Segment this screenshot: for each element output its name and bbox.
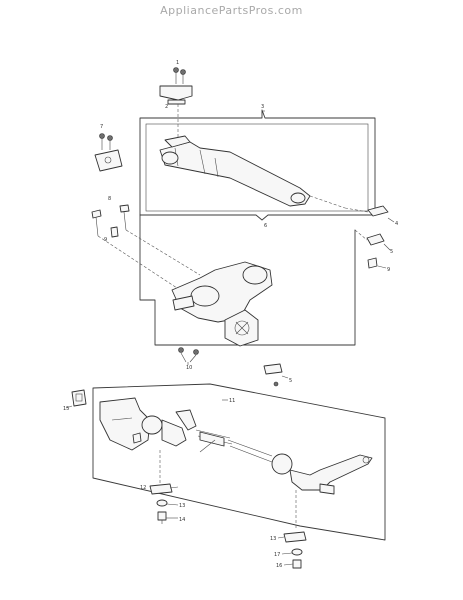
callout-14: 14 xyxy=(179,517,185,523)
right-small-parts xyxy=(344,205,389,269)
callout-12: 12 xyxy=(140,485,146,491)
callout-15: 15 xyxy=(63,406,69,412)
callout-8: 8 xyxy=(108,196,111,202)
watermark-text: AppliancePartsPros.com xyxy=(160,4,303,17)
callout-5b: 5 xyxy=(289,378,292,384)
callout-16: 16 xyxy=(276,563,282,569)
upper-shaft-part xyxy=(159,135,346,209)
top-bracket-part xyxy=(159,67,193,138)
left-block-part xyxy=(71,389,87,407)
callout-5a: 5 xyxy=(390,249,393,255)
callout-7: 7 xyxy=(100,124,103,130)
callout-1: 1 xyxy=(176,60,179,66)
callout-3: 3 xyxy=(261,104,264,110)
callout-numbers: 1 2 3 4 5 5 6 7 8 9 9 10 11 12 13 13 14 … xyxy=(63,60,398,569)
callout-17: 17 xyxy=(274,552,280,558)
callout-6: 6 xyxy=(264,223,267,229)
callout-4: 4 xyxy=(395,221,398,227)
leader-lines xyxy=(65,110,395,566)
callout-13a: 13 xyxy=(179,503,185,509)
callout-2: 2 xyxy=(165,104,168,110)
lower-left-hardware xyxy=(149,483,173,524)
callout-13b: 13 xyxy=(270,536,276,542)
lower-rocker-shaft-part xyxy=(99,397,373,528)
side-bracket-part xyxy=(94,133,123,172)
callout-9: 9 xyxy=(387,267,390,273)
screws-left xyxy=(91,204,201,291)
middle-small-parts xyxy=(178,347,283,387)
lower-right-hardware xyxy=(283,531,307,569)
callout-9b: 9 xyxy=(104,237,107,243)
lower-shaft-part xyxy=(171,261,273,347)
callout-11: 11 xyxy=(229,398,235,404)
lower-assembly-outline xyxy=(92,383,386,541)
callout-10: 10 xyxy=(186,365,192,371)
